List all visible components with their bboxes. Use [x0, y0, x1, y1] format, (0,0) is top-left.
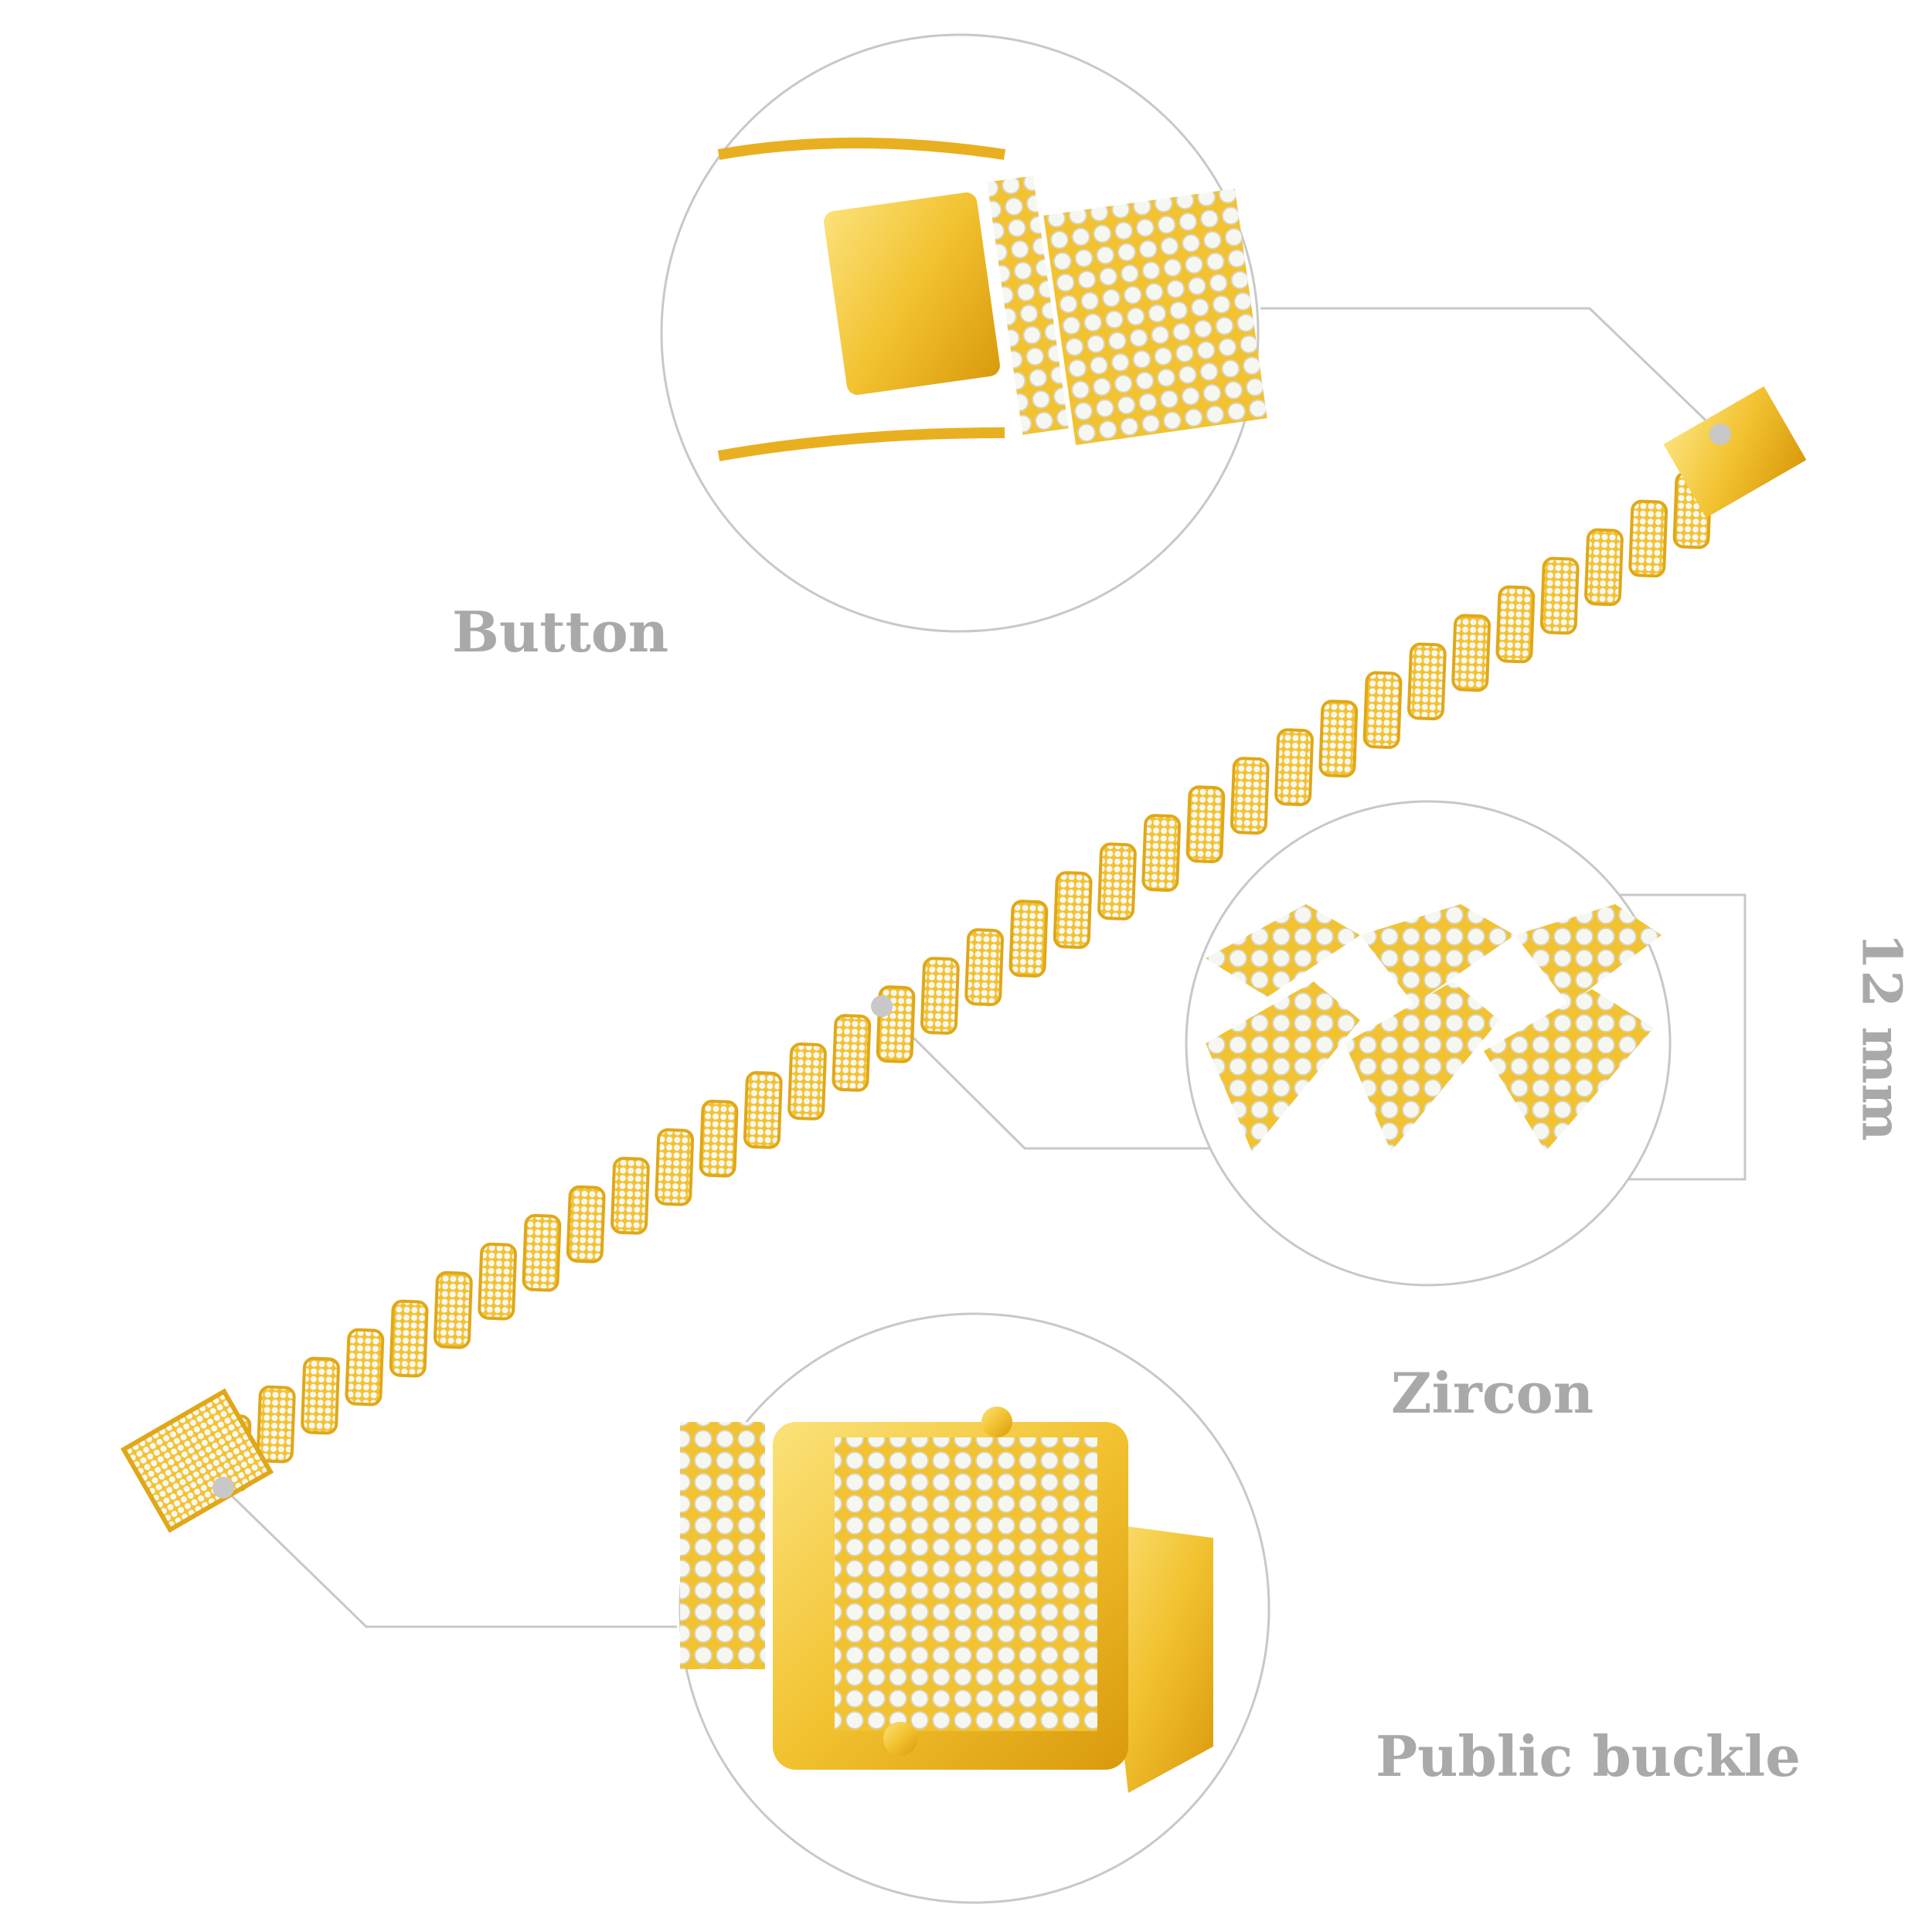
bracelet-link: [345, 1328, 385, 1406]
bracelet-link: [655, 1128, 695, 1206]
bracelet-link: [1407, 642, 1447, 721]
leader-line-button: [1260, 307, 1722, 436]
bracelet-link: [1097, 842, 1137, 920]
bracelet-link: [389, 1299, 429, 1378]
bracelet-link: [1185, 785, 1226, 864]
bracelet-link: [301, 1356, 340, 1435]
bracelet-link: [1009, 900, 1049, 978]
label-zircon: Zircon: [1391, 1360, 1594, 1426]
bracelet-link: [1318, 699, 1359, 778]
bracelet-link: [920, 957, 960, 1035]
detail-circle-button: [660, 33, 1267, 633]
bracelet-link: [743, 1071, 783, 1149]
callout-dot: [871, 995, 893, 1017]
bracelet-link: [1539, 556, 1580, 635]
label-width-12mm: 12 mm: [1849, 932, 1914, 1141]
label-public-buckle: Public buckle: [1376, 1723, 1801, 1789]
leader-line-buckle: [222, 1486, 677, 1628]
bracelet-link: [832, 1014, 872, 1092]
detail-circle-zircon: [1185, 800, 1672, 1287]
bracelet-link: [1584, 528, 1624, 607]
label-button: Button: [452, 599, 669, 665]
detail-circle-buckle: [679, 1312, 1270, 1904]
bracelet: [120, 386, 1807, 1533]
bracelet-link: [964, 928, 1004, 1006]
bracelet-buckle: [120, 1388, 274, 1533]
bracelet-link: [1628, 499, 1668, 578]
bracelet-link: [1362, 671, 1403, 750]
bracelet-link: [1451, 614, 1491, 692]
bracelet-link: [522, 1213, 562, 1292]
bracelet-link: [566, 1185, 606, 1264]
bracelet-link: [434, 1270, 473, 1349]
bracelet-link: [1141, 814, 1182, 892]
bracelet-link: [611, 1156, 650, 1235]
callout-dot: [1709, 423, 1731, 445]
bracelet-link: [699, 1099, 739, 1178]
bracelet-link: [1230, 757, 1270, 835]
bracelet-link: [787, 1043, 827, 1121]
bracelet-link: [1274, 728, 1314, 807]
callout-dot: [213, 1477, 234, 1498]
leader-line-zircon: [880, 1005, 1211, 1150]
bracelet-link: [1053, 871, 1093, 949]
bracelet-button-clasp: [1663, 386, 1807, 519]
bracelet-link: [256, 1385, 296, 1464]
bracelet-link: [1495, 585, 1536, 664]
bracelet-link: [478, 1242, 517, 1321]
